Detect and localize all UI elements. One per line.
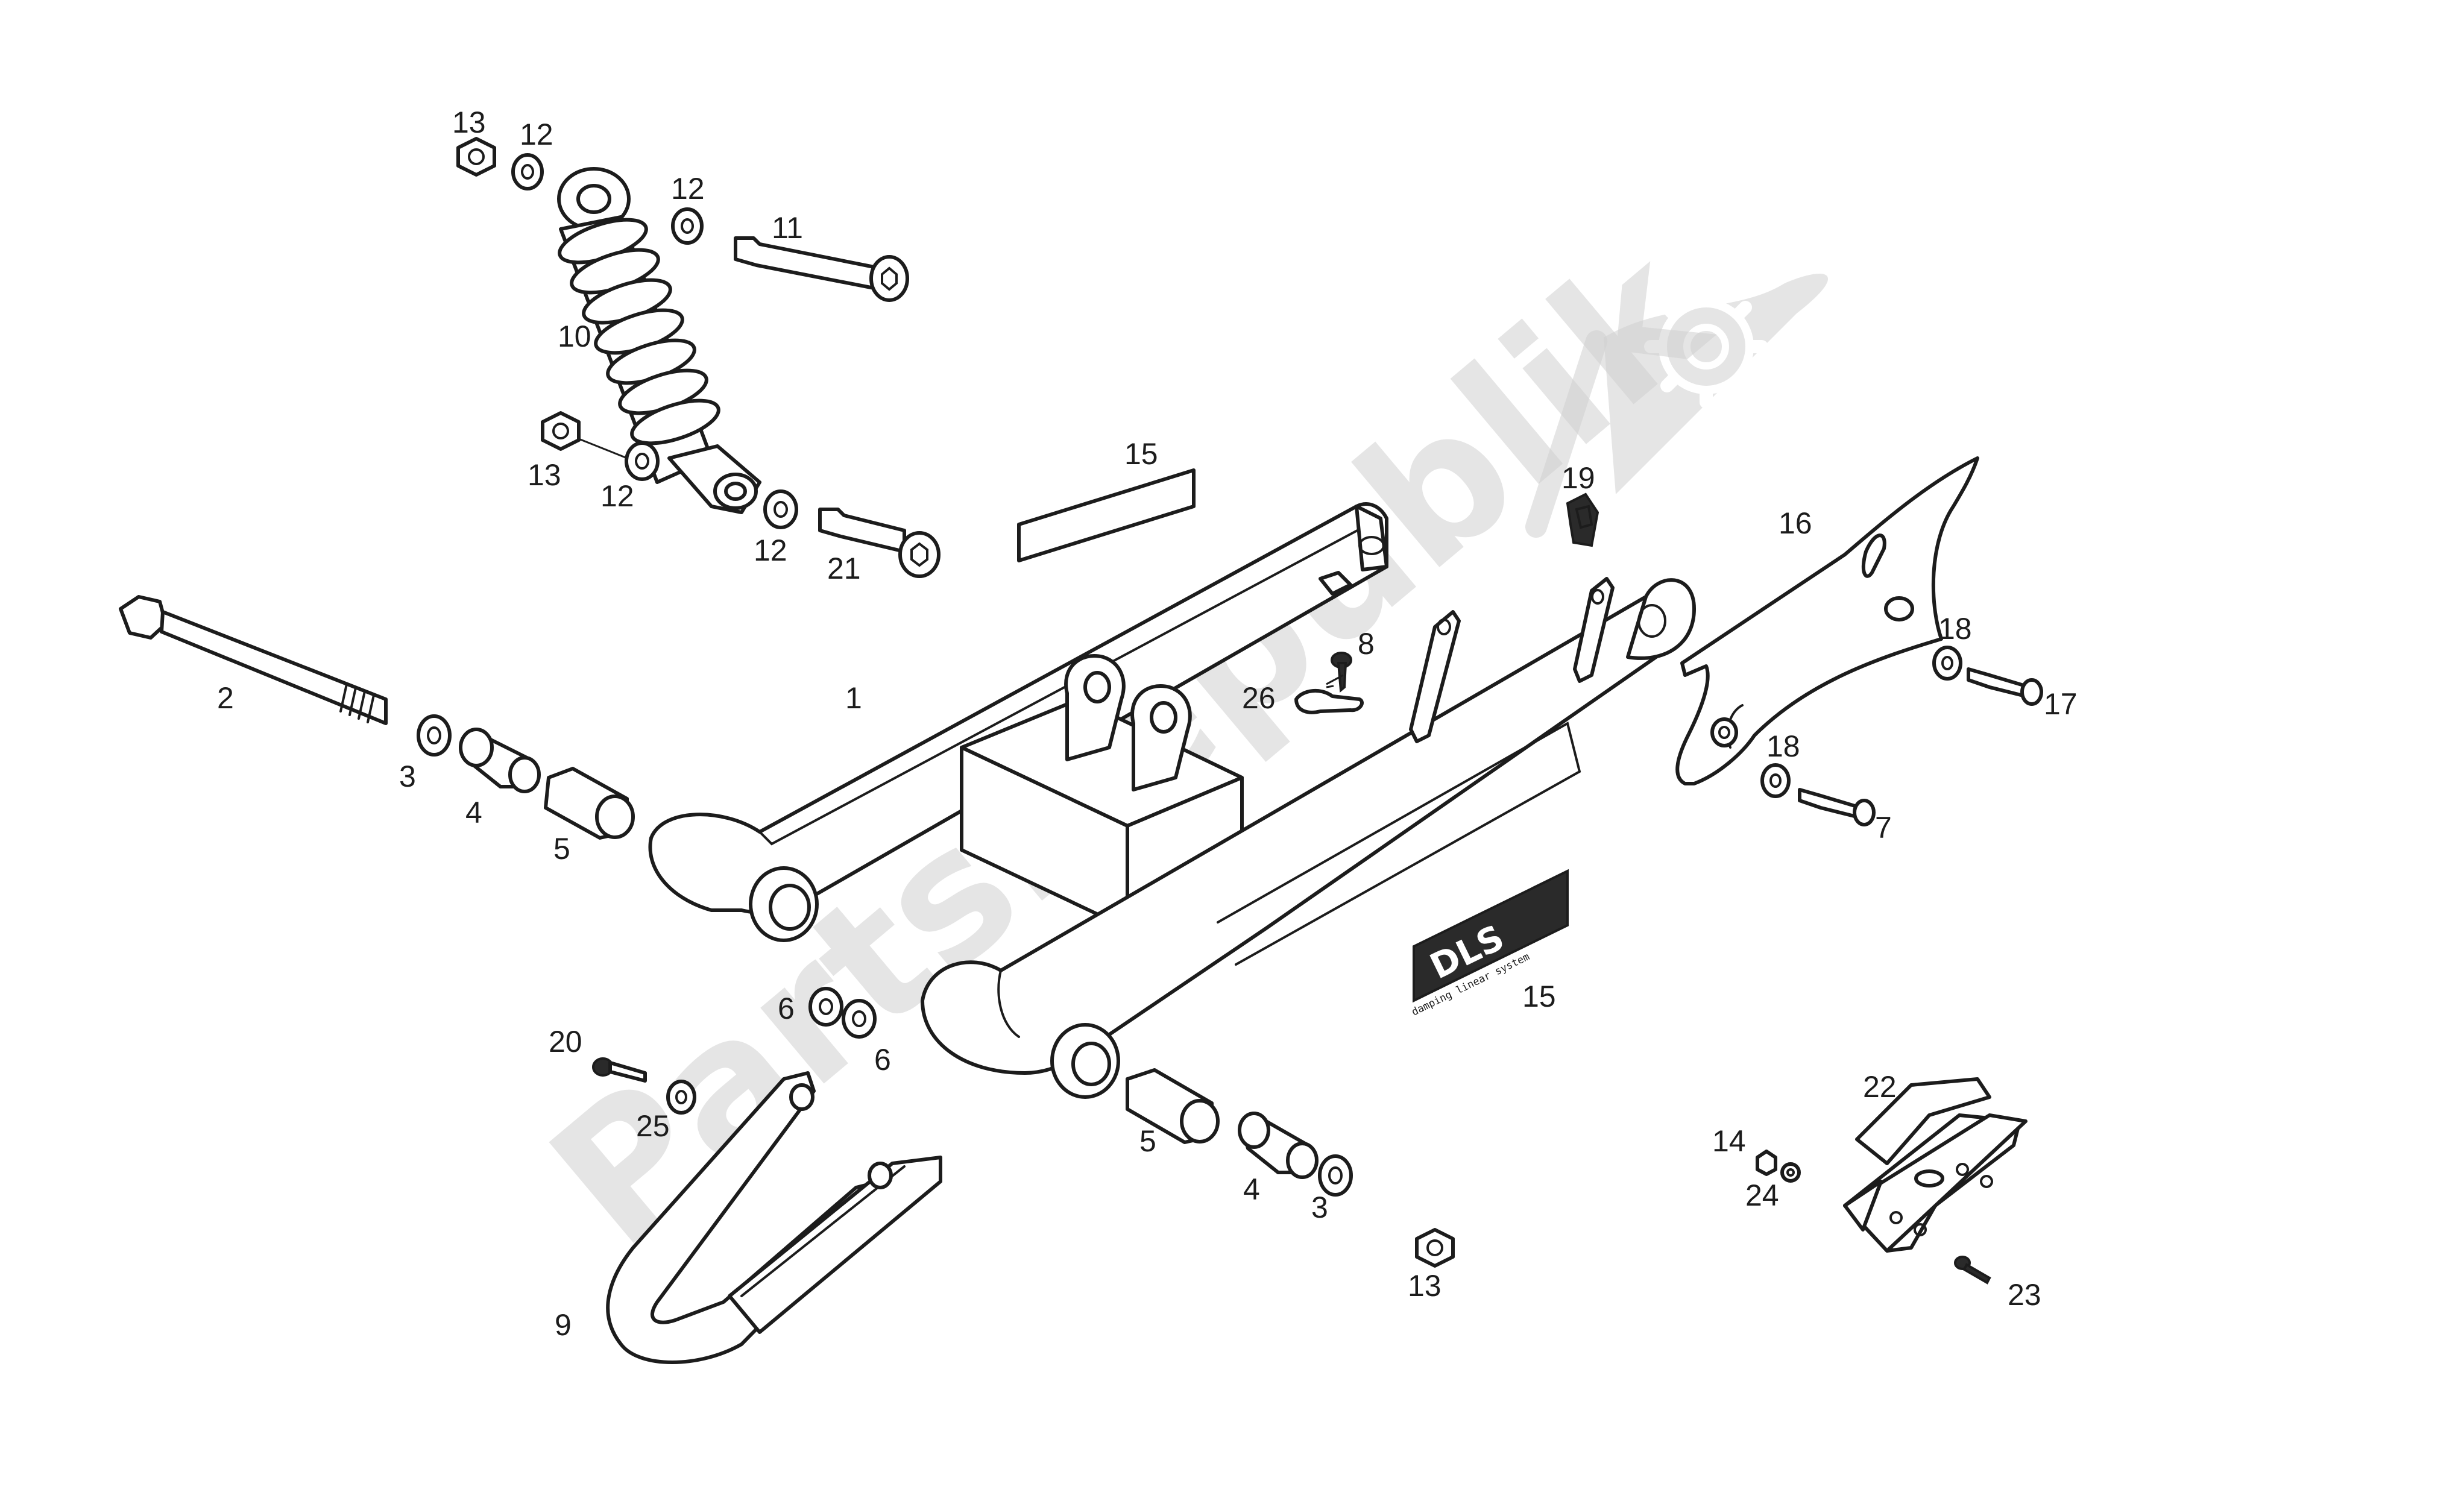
nut-13-mid <box>541 411 581 451</box>
callout-7: 7 <box>1875 811 1892 845</box>
callout-11: 11 <box>772 211 803 245</box>
small-fasteners <box>1294 492 1599 714</box>
screw-20 <box>608 1061 647 1083</box>
swingarm <box>648 502 1696 1099</box>
callout-3-right: 3 <box>1311 1191 1328 1224</box>
callout-17: 17 <box>2044 687 2078 721</box>
washer-6-b <box>842 999 877 1039</box>
washer-12-mid-left <box>625 441 660 481</box>
plate-fasteners <box>1756 1150 1991 1285</box>
gear-icon <box>1644 285 1768 409</box>
watermark-flag-pole <box>1525 330 1608 538</box>
guide-plate-22 <box>1843 1077 2028 1253</box>
chain-slider <box>606 1071 942 1364</box>
callout-6-a: 6 <box>778 992 795 1025</box>
callout-15-upper: 15 <box>1124 437 1158 471</box>
callout-9: 9 <box>555 1308 572 1342</box>
chain-guard <box>1675 456 1979 785</box>
callout-20: 20 <box>549 1025 582 1059</box>
nut-13-top <box>456 137 496 177</box>
callout-12-top-right: 12 <box>671 172 705 206</box>
callout-13-bottom: 13 <box>1408 1269 1442 1303</box>
callout-5-right: 5 <box>1139 1124 1156 1158</box>
pivot-hardware-right <box>808 987 1455 1268</box>
callout-23: 23 <box>2008 1278 2041 1312</box>
washer-12-top-left <box>511 153 544 190</box>
washer-18-upper <box>1932 646 1962 681</box>
washer-3-left <box>417 714 452 757</box>
callout-labels: 1 2 3 3 4 4 5 5 6 6 7 8 9 10 11 12 12 12… <box>217 105 2078 1342</box>
callout-8: 8 <box>1358 627 1375 661</box>
callout-12-lower: 12 <box>754 533 787 567</box>
slider-fasteners <box>592 1057 696 1115</box>
screw-23 <box>1962 1263 1991 1285</box>
washer-6-a <box>808 987 843 1027</box>
callout-13-top: 13 <box>452 105 486 139</box>
washer-3-right <box>1318 1154 1353 1197</box>
nut-13-bottom <box>1415 1228 1455 1268</box>
callout-18-lower: 18 <box>1766 729 1800 763</box>
callout-2: 2 <box>217 681 234 715</box>
callout-21: 21 <box>827 552 861 585</box>
screw-7 <box>1798 788 1859 819</box>
callout-26: 26 <box>1242 681 1276 715</box>
callout-6-b: 6 <box>874 1043 891 1077</box>
callout-12-mid: 12 <box>600 479 634 513</box>
swingarm-pivot-bolt <box>119 595 388 725</box>
callout-5-left: 5 <box>553 832 570 866</box>
callout-15-decal: 15 <box>1522 980 1556 1013</box>
callout-22: 22 <box>1863 1070 1897 1104</box>
callout-leaders <box>1326 685 1334 688</box>
chain-guard-fasteners <box>1760 646 2043 826</box>
callout-18-upper: 18 <box>1938 612 1972 646</box>
callout-10: 10 <box>558 319 591 353</box>
shock-spring-coils <box>558 218 720 445</box>
washer-12-mid-right <box>763 489 798 529</box>
bolt-11 <box>734 236 909 302</box>
callout-12-top-left: 12 <box>520 118 553 151</box>
clip-19 <box>1566 492 1599 547</box>
callout-19: 19 <box>1561 461 1595 495</box>
rear-shock-absorber <box>557 167 761 514</box>
decal-15-upper <box>1017 468 1196 562</box>
callout-1: 1 <box>845 681 862 715</box>
small-block <box>1319 571 1352 596</box>
callout-4-left: 4 <box>465 796 482 829</box>
callout-14: 14 <box>1712 1124 1746 1158</box>
pivot-hardware-left <box>417 714 635 840</box>
washer-18-lower <box>1760 763 1791 798</box>
watermark-flag-shape <box>1604 274 1829 494</box>
washer-25 <box>666 1080 696 1115</box>
callout-25: 25 <box>636 1109 670 1143</box>
callout-13-mid: 13 <box>528 458 561 492</box>
shock-hardware <box>456 137 798 529</box>
rivet-8 <box>1326 652 1352 693</box>
bolt-21 <box>818 508 941 578</box>
callout-3-left: 3 <box>399 760 416 793</box>
nut-14 <box>1756 1150 1777 1176</box>
callout-16: 16 <box>1779 506 1812 540</box>
screw-17 <box>1967 667 2028 698</box>
callout-24: 24 <box>1745 1178 1779 1212</box>
washer-24 <box>1780 1162 1801 1183</box>
clip-26 <box>1294 688 1364 714</box>
callout-4-right: 4 <box>1243 1172 1260 1206</box>
washer-12-top-right <box>671 207 704 245</box>
